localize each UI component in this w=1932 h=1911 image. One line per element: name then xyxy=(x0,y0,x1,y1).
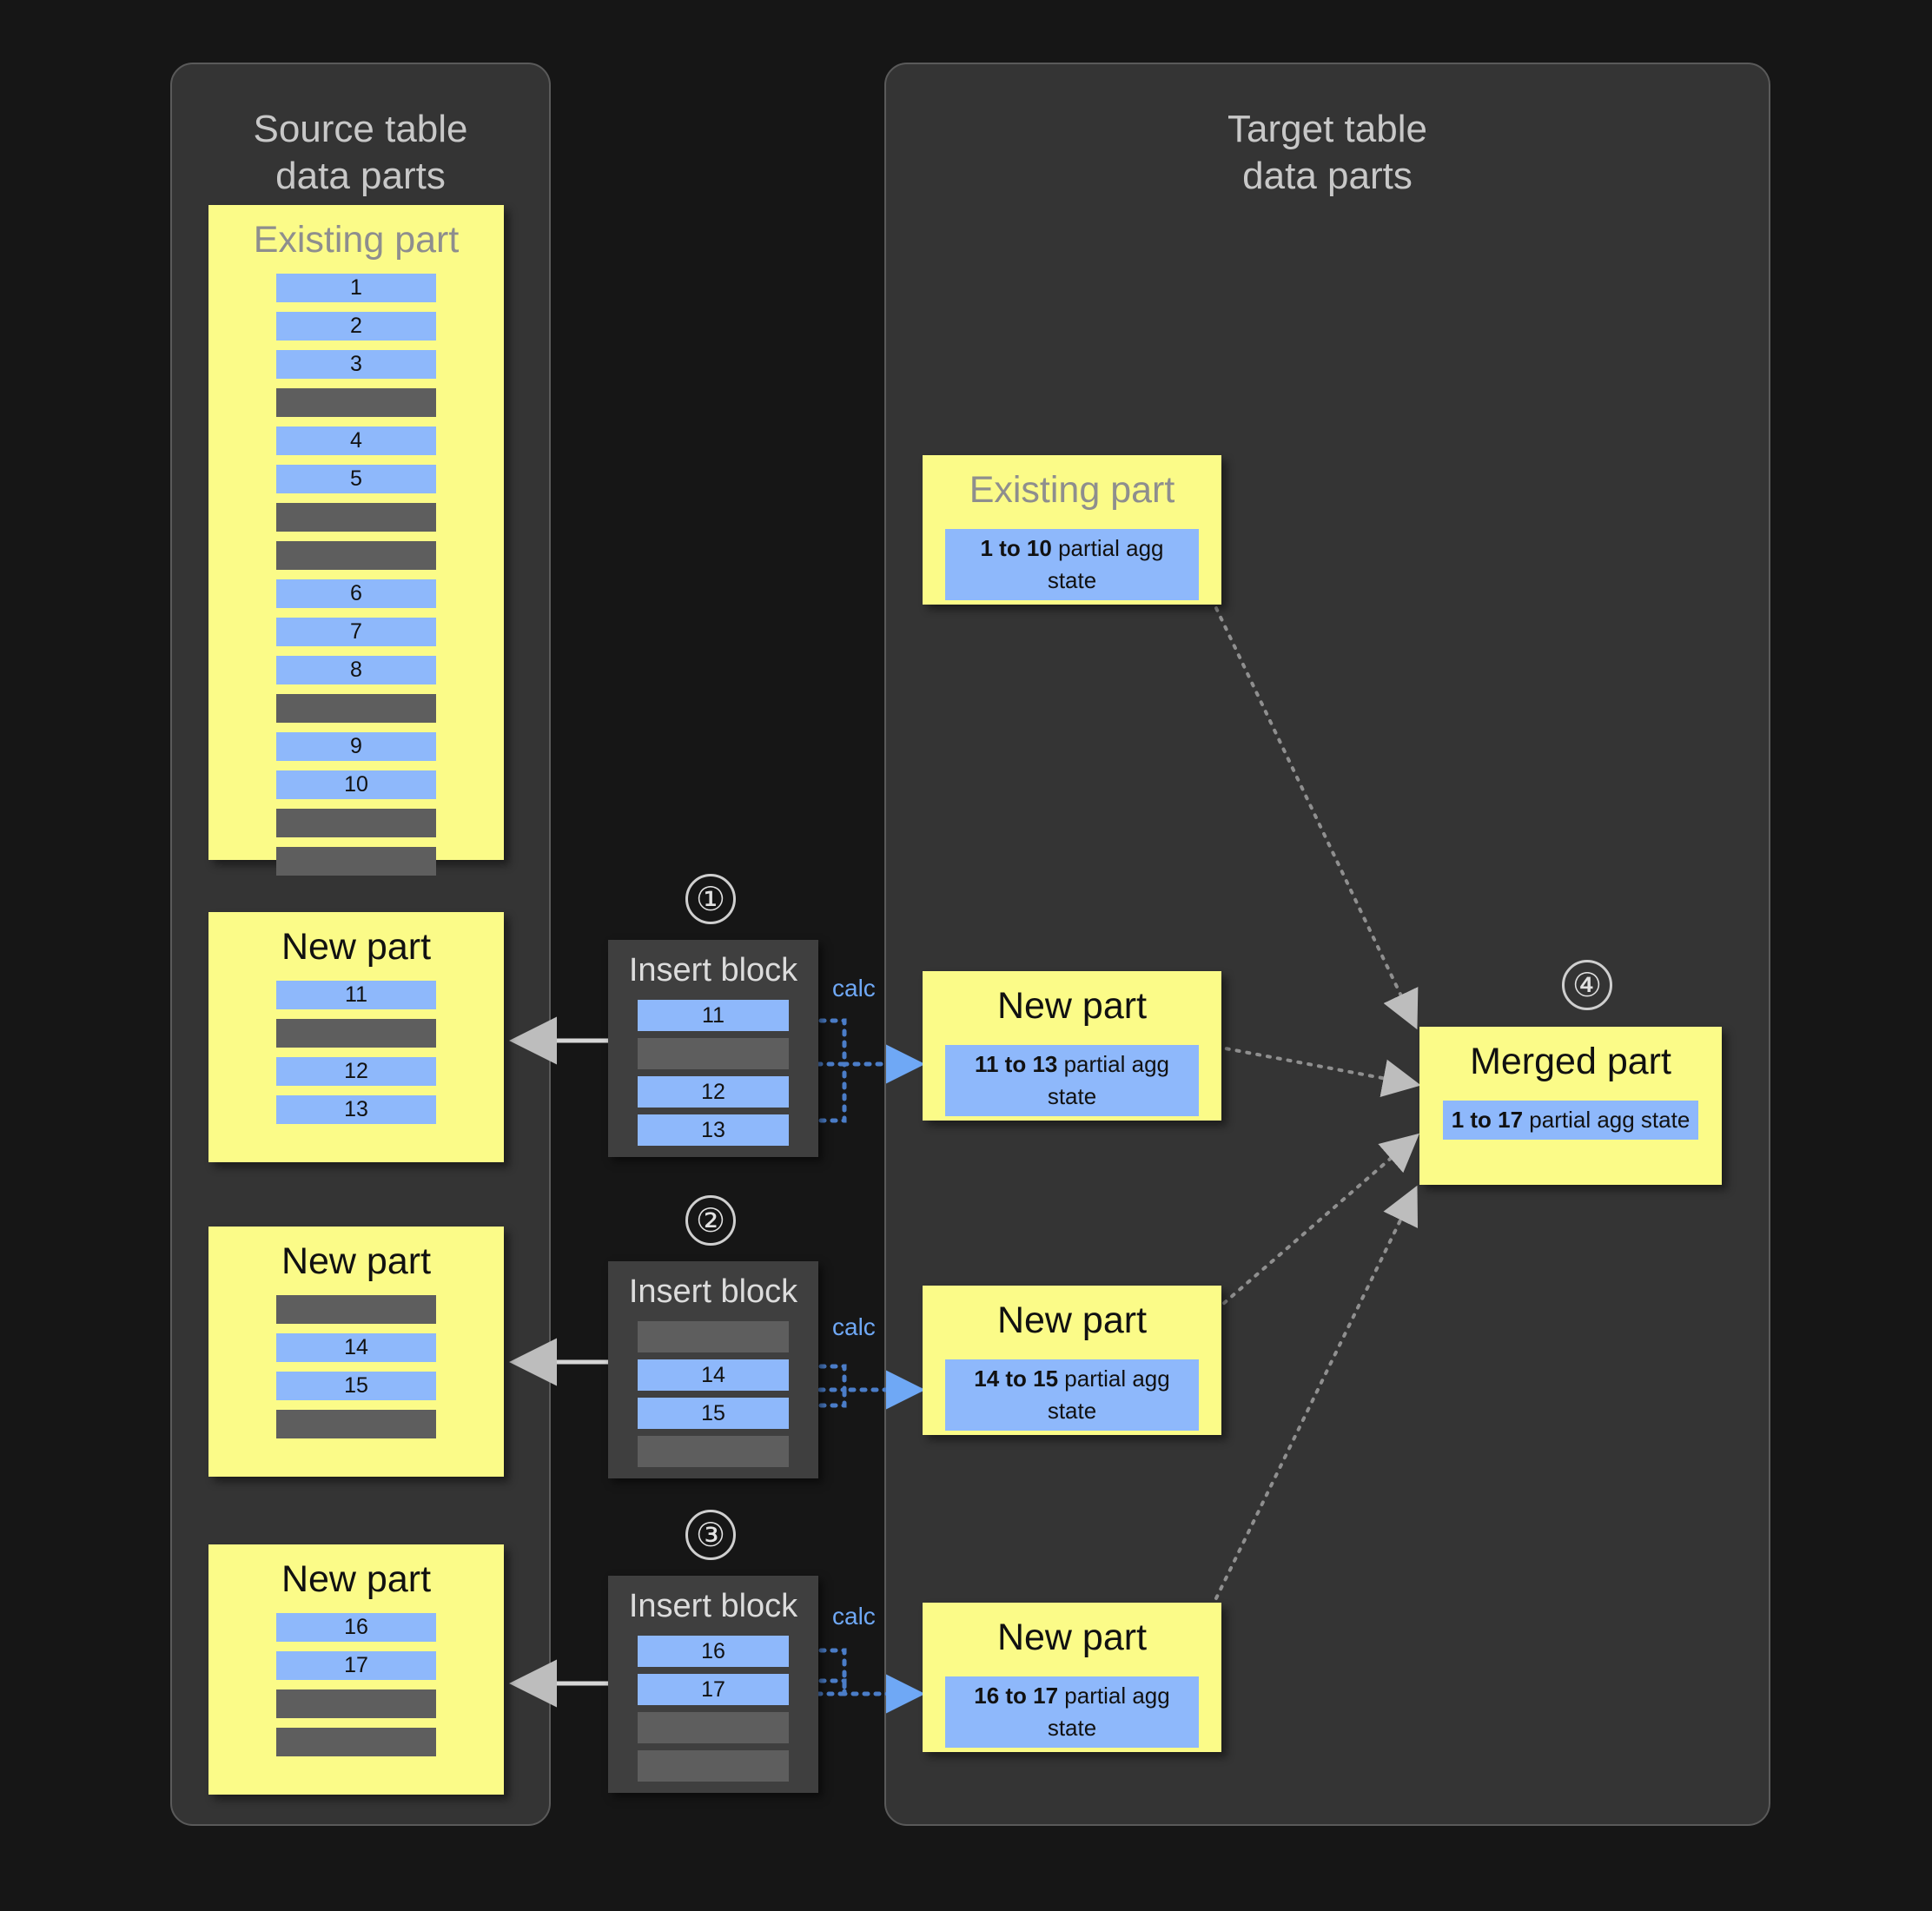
row-value: 16 xyxy=(276,1613,436,1642)
row-value: 7 xyxy=(276,618,436,646)
agg-state-label: 11 to 13 partial agg state xyxy=(945,1045,1199,1116)
row-empty xyxy=(276,1410,436,1438)
row-empty xyxy=(638,1750,789,1782)
insert-block-3[interactable]: Insert block 16 17 xyxy=(608,1576,818,1793)
part-title: Merged part xyxy=(1470,1041,1671,1082)
row-value: 17 xyxy=(638,1674,789,1705)
row-value: 17 xyxy=(276,1651,436,1680)
part-title: New part xyxy=(281,1558,432,1600)
row-value: 9 xyxy=(276,732,436,761)
row-empty xyxy=(638,1712,789,1743)
row-empty xyxy=(276,809,436,837)
step-badge-3: ③ xyxy=(685,1510,736,1560)
row-value: 14 xyxy=(276,1333,436,1362)
insert-block-title: Insert block xyxy=(628,1273,798,1310)
insert-block-rows: 11 12 13 xyxy=(608,1000,818,1172)
row-empty xyxy=(276,541,436,570)
part-rows: 11 12 13 xyxy=(208,981,504,1154)
row-value: 12 xyxy=(638,1076,789,1108)
source-new-part-1[interactable]: New part 11 12 13 xyxy=(208,912,504,1162)
row-value: 4 xyxy=(276,427,436,455)
calc-label-1: calc xyxy=(832,975,876,1002)
row-empty xyxy=(276,847,436,876)
row-value: 15 xyxy=(276,1372,436,1400)
calc-label-2: calc xyxy=(832,1313,876,1340)
calc-label-3: calc xyxy=(832,1603,876,1630)
row-value: 14 xyxy=(638,1359,789,1391)
row-empty xyxy=(276,694,436,723)
row-value: 6 xyxy=(276,579,436,608)
insert-block-title: Insert block xyxy=(628,1588,798,1624)
agg-state-label: 1 to 17 partial agg state xyxy=(1442,1101,1699,1140)
row-empty xyxy=(276,1689,436,1718)
target-existing-part[interactable]: Existing part 1 to 10 partial agg state xyxy=(923,455,1221,605)
step-badge-2: ② xyxy=(685,1195,736,1246)
row-value: 2 xyxy=(276,312,436,341)
merged-part[interactable]: Merged part 1 to 17 partial agg state xyxy=(1419,1027,1722,1185)
part-title: Existing part xyxy=(253,219,460,261)
row-empty xyxy=(638,1321,789,1352)
part-title: New part xyxy=(996,985,1148,1027)
insert-block-1[interactable]: Insert block 11 12 13 xyxy=(608,940,818,1157)
row-empty xyxy=(638,1436,789,1467)
agg-state-label: 1 to 10 partial agg state xyxy=(945,529,1199,600)
step-badge-4: ④ xyxy=(1562,960,1612,1010)
row-value: 10 xyxy=(276,770,436,799)
row-value: 8 xyxy=(276,656,436,684)
row-value: 11 xyxy=(638,1000,789,1031)
row-value: 3 xyxy=(276,350,436,379)
row-value: 13 xyxy=(638,1114,789,1146)
row-value: 13 xyxy=(276,1095,436,1124)
row-value: 16 xyxy=(638,1636,789,1667)
row-empty xyxy=(638,1038,789,1069)
part-title: New part xyxy=(996,1299,1148,1341)
target-new-part-3[interactable]: New part 16 to 17 partial agg state xyxy=(923,1603,1221,1752)
row-empty xyxy=(276,1019,436,1048)
row-empty xyxy=(276,1728,436,1756)
part-title: New part xyxy=(996,1617,1148,1658)
part-rows: 1 2 3 4 5 6 7 8 9 10 xyxy=(208,274,504,906)
target-new-part-1[interactable]: New part 11 to 13 partial agg state xyxy=(923,971,1221,1121)
part-title: New part xyxy=(281,926,432,968)
source-existing-part[interactable]: Existing part 1 2 3 4 5 6 7 8 9 10 xyxy=(208,205,504,876)
row-value: 15 xyxy=(638,1398,789,1429)
agg-state-label: 14 to 15 partial agg state xyxy=(945,1359,1199,1431)
part-title: New part xyxy=(281,1240,432,1282)
target-new-part-2[interactable]: New part 14 to 15 partial agg state xyxy=(923,1286,1221,1435)
row-value: 5 xyxy=(276,465,436,493)
row-empty xyxy=(276,388,436,417)
insert-block-title: Insert block xyxy=(628,952,798,989)
insert-block-2[interactable]: Insert block 14 15 xyxy=(608,1261,818,1478)
row-value: 12 xyxy=(276,1057,436,1086)
agg-state-label: 16 to 17 partial agg state xyxy=(945,1676,1199,1748)
step-badge-1: ① xyxy=(685,874,736,924)
row-value: 1 xyxy=(276,274,436,302)
part-title: Existing part xyxy=(969,469,1175,511)
row-empty xyxy=(276,1295,436,1324)
row-empty xyxy=(276,503,436,532)
row-value: 11 xyxy=(276,981,436,1009)
